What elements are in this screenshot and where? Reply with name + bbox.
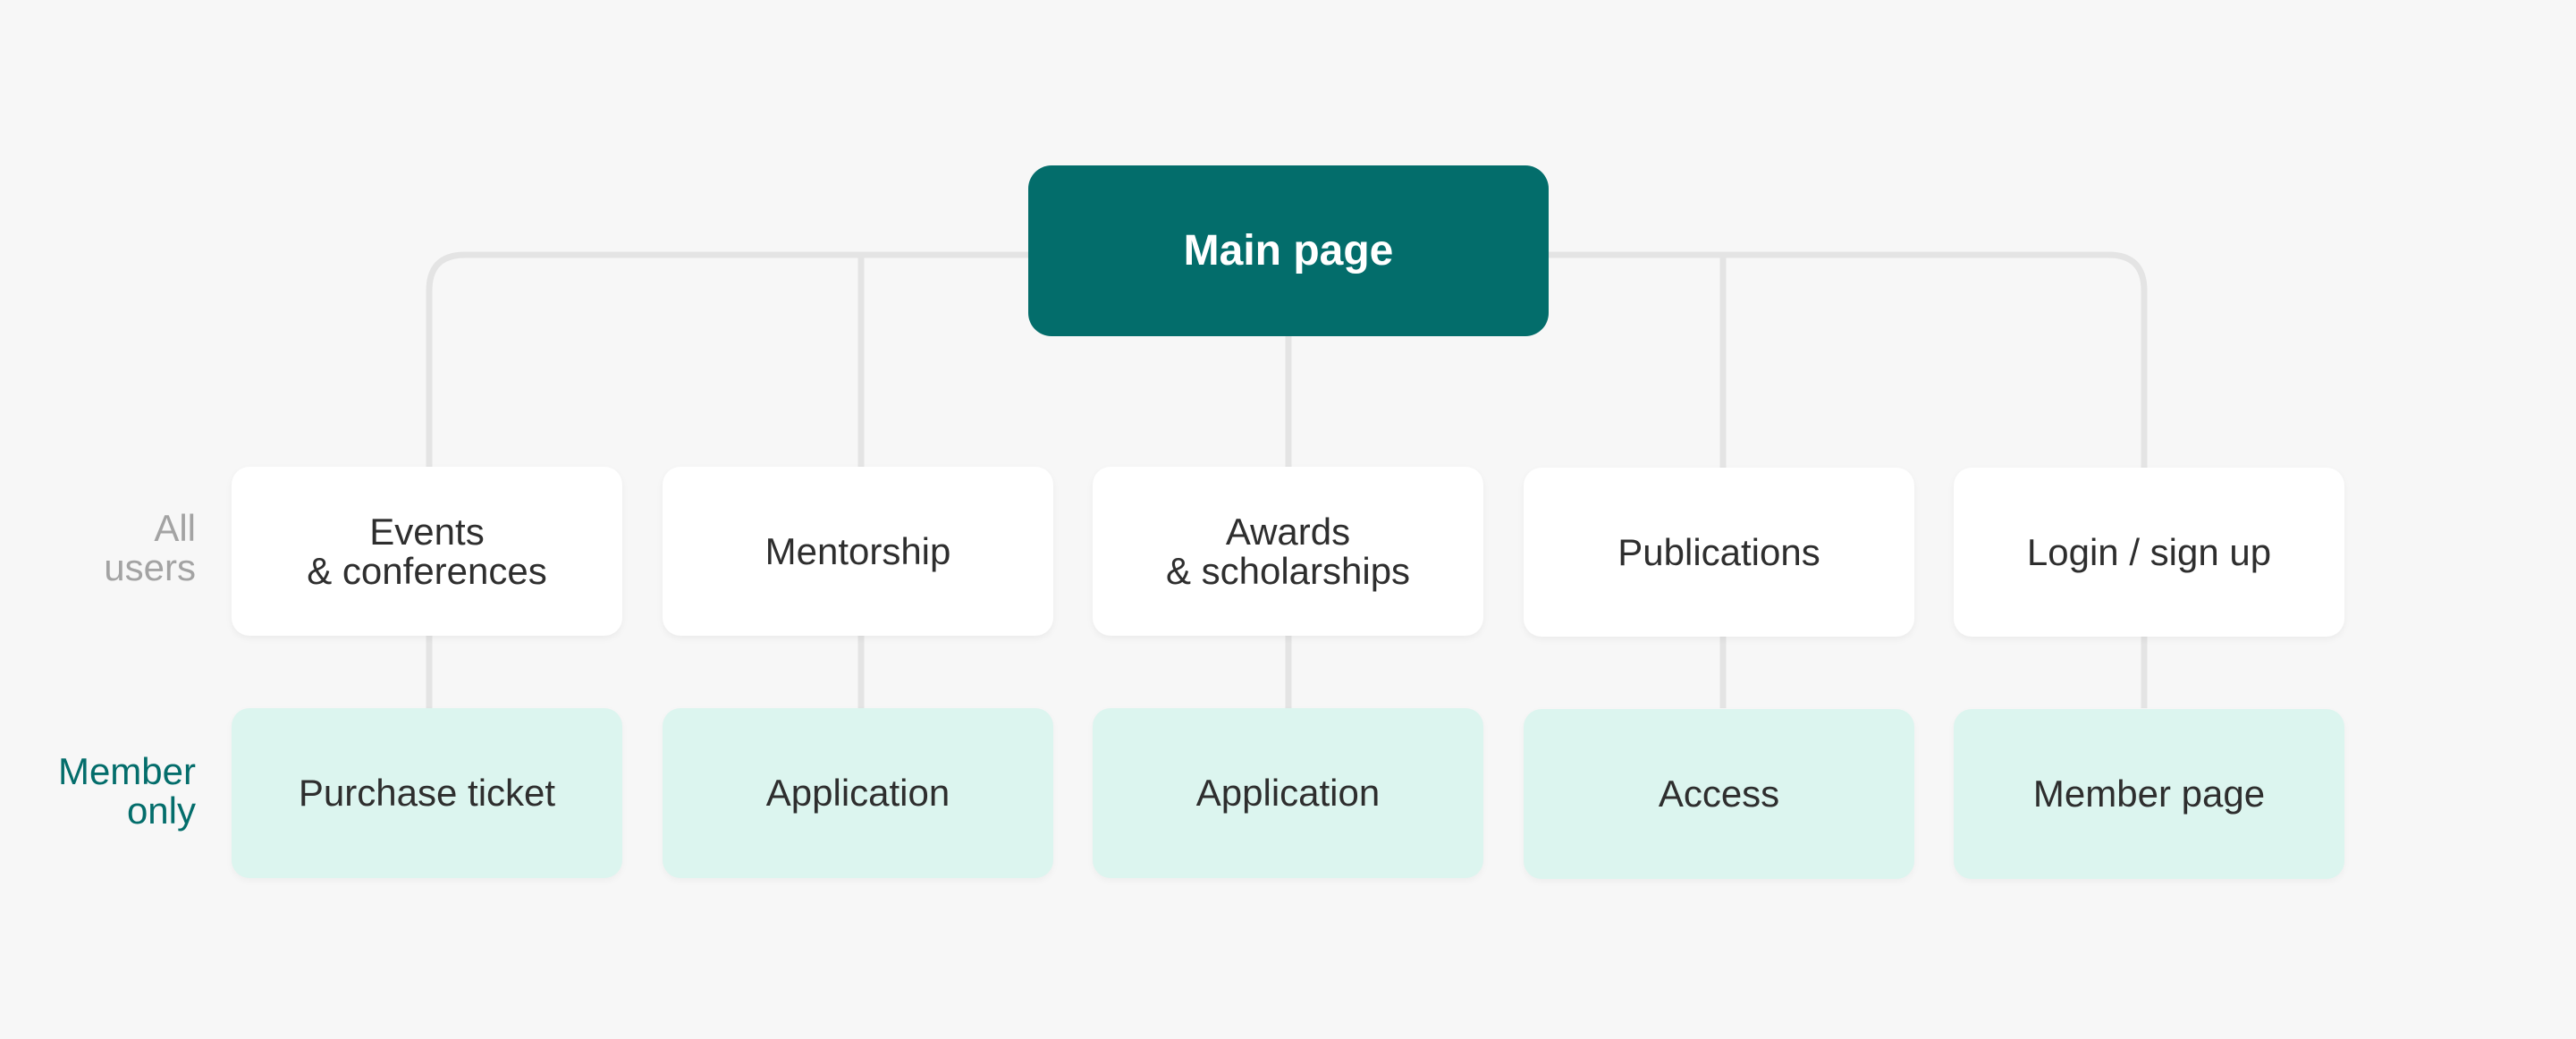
awards-scholarships-node: Awards & scholarships <box>1093 467 1483 636</box>
publications-node: Publications <box>1524 468 1914 637</box>
member-page-node: Member page <box>1954 709 2344 879</box>
row-label-member-only: Member only <box>57 750 196 832</box>
row-label-all-users: All users <box>104 507 196 588</box>
mentorship-node: Mentorship <box>663 467 1053 636</box>
login-signup-node: Login / sign up <box>1954 468 2344 637</box>
main-page-node: Main page <box>1028 165 1549 336</box>
purchase-ticket-node: Purchase ticket <box>232 708 622 878</box>
access-node: Access <box>1524 709 1914 879</box>
mentorship-application-node: Application <box>663 708 1053 878</box>
awards-application-node: Application <box>1093 708 1483 878</box>
events-conferences-node: Events & conferences <box>232 467 622 636</box>
